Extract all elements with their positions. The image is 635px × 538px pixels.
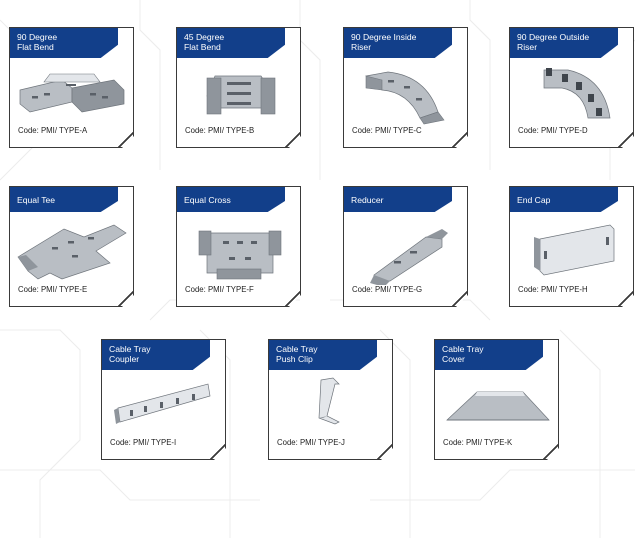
end-cap-image <box>510 217 635 285</box>
equal-tee-image <box>10 217 135 285</box>
product-card: 90 Degree Inside Riser Code: PMI/ TYPE-C <box>343 27 468 148</box>
product-title: Equal Tee <box>10 187 118 212</box>
product-title: End Cap <box>510 187 618 212</box>
product-card: Cable Tray Cover Code: PMI/ TYPE-K <box>434 339 559 460</box>
product-code: Code: PMI/ TYPE-C <box>352 126 422 135</box>
product-code: Code: PMI/ TYPE-E <box>18 285 88 294</box>
90-degree-outside-riser-image <box>510 58 635 126</box>
product-code: Code: PMI/ TYPE-A <box>18 126 88 135</box>
product-title: 45 Degree Flat Bend <box>177 28 285 58</box>
product-card: 45 Degree Flat Bend Code: PMI/ TYPE-B <box>176 27 301 148</box>
product-code: Code: PMI/ TYPE-D <box>518 126 588 135</box>
product-title: Equal Cross <box>177 187 285 212</box>
cable-tray-coupler-image <box>102 370 227 438</box>
product-card: Equal Tee Code: PMI/ TYPE-E <box>9 186 134 307</box>
90-degree-flat-bend-image <box>10 58 135 126</box>
90-degree-inside-riser-image <box>344 58 469 126</box>
product-card: Reducer Code: PMI/ TYPE-G <box>343 186 468 307</box>
product-title: Cable Tray Coupler <box>102 340 210 370</box>
cable-tray-cover-image <box>435 370 560 438</box>
product-title: Cable Tray Cover <box>435 340 543 370</box>
product-code: Code: PMI/ TYPE-H <box>518 285 588 294</box>
product-card: 90 Degree Flat Bend Code: PMI/ TYPE-A <box>9 27 134 148</box>
product-card: Cable Tray Push Clip Code: PMI/ TYPE-J <box>268 339 393 460</box>
reducer-image <box>344 217 469 285</box>
product-title: Cable Tray Push Clip <box>269 340 377 370</box>
product-code: Code: PMI/ TYPE-B <box>185 126 255 135</box>
cable-tray-push-clip-image <box>269 370 394 438</box>
product-title: 90 Degree Outside Riser <box>510 28 618 58</box>
product-card: Equal Cross Code: PMI/ TYPE-F <box>176 186 301 307</box>
product-code: Code: PMI/ TYPE-G <box>352 285 423 294</box>
product-code: Code: PMI/ TYPE-K <box>443 438 513 447</box>
product-code: Code: PMI/ TYPE-J <box>277 438 345 447</box>
product-title: 90 Degree Inside Riser <box>344 28 452 58</box>
equal-cross-image <box>177 217 302 285</box>
product-code: Code: PMI/ TYPE-F <box>185 285 254 294</box>
product-card: End Cap Code: PMI/ TYPE-H <box>509 186 634 307</box>
45-degree-flat-bend-image <box>177 58 302 126</box>
product-card: Cable Tray Coupler Code: PMI/ TYPE-I <box>101 339 226 460</box>
product-title: 90 Degree Flat Bend <box>10 28 118 58</box>
product-code: Code: PMI/ TYPE-I <box>110 438 177 447</box>
product-title: Reducer <box>344 187 452 212</box>
product-card: 90 Degree Outside Riser Code: PMI/ TYPE-… <box>509 27 634 148</box>
